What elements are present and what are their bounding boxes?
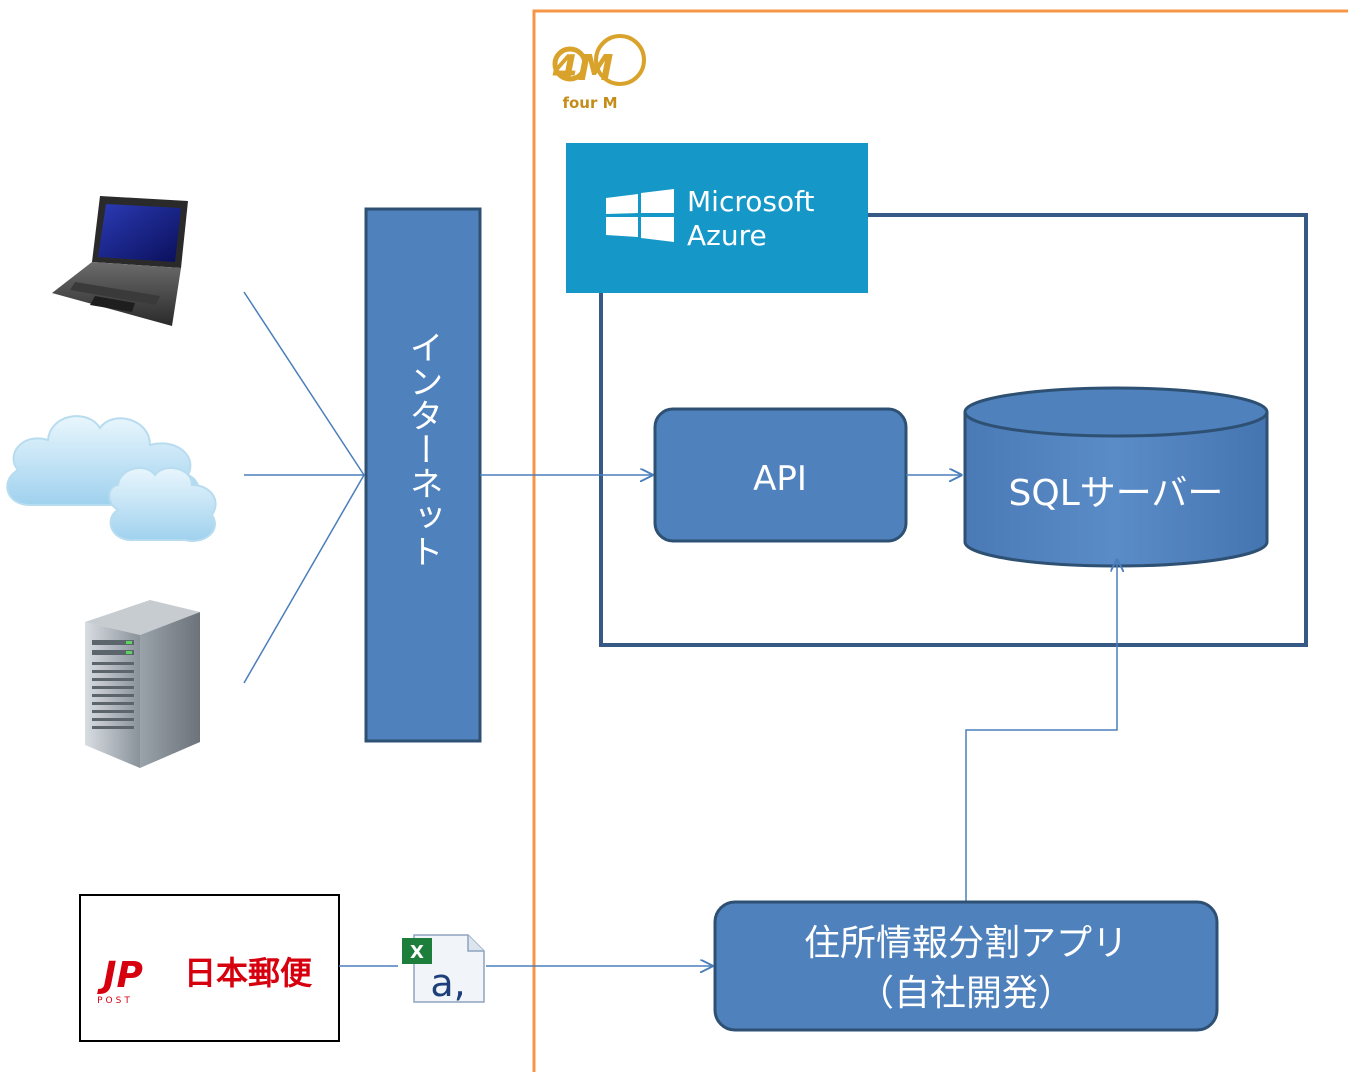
azure-boundary	[599, 213, 1308, 647]
server-connector	[243, 474, 365, 684]
japan-post-source: JP POST 日本郵便	[79, 894, 340, 1042]
internet-bar: インターネット	[364, 207, 482, 743]
company-boundary	[532, 9, 1348, 1072]
jp-logo-sub: POST	[97, 996, 133, 1006]
app-label-line1: 住所情報分割アプリ	[804, 923, 1128, 964]
japan-post-name: 日本郵便	[184, 954, 313, 992]
company-logo: 4M four M	[552, 34, 646, 112]
svg-text:X: X	[410, 942, 424, 963]
file-glyph: a,	[430, 961, 465, 1005]
excel-csv-file-icon: X a,	[402, 934, 485, 1005]
sql-server-database: SQLサーバー	[963, 386, 1269, 568]
laptop-connector	[243, 291, 365, 476]
address-split-app-box: 住所情報分割アプリ （自社開発）	[713, 900, 1219, 1032]
windows-icon	[606, 189, 674, 242]
cloud-icon	[6, 415, 217, 542]
azure-brand-line2: Azure	[687, 219, 767, 252]
laptop-icon	[52, 196, 188, 326]
jp-logo-mark: JP	[97, 955, 143, 996]
company-logo-mark: 4M	[552, 48, 614, 89]
company-logo-wordmark: four M	[562, 94, 617, 112]
database-label: SQLサーバー	[1009, 473, 1224, 514]
azure-brand-line1: Microsoft	[687, 185, 814, 218]
internet-label: インターネット	[403, 330, 443, 568]
app-label-line2: （自社開発）	[858, 973, 1074, 1014]
app-to-db-arrow	[965, 560, 1117, 902]
api-box: API	[653, 407, 908, 543]
server-icon	[85, 600, 200, 768]
client-connectors	[243, 291, 365, 684]
api-label: API	[753, 459, 807, 499]
azure-logo-tile: Microsoft Azure	[566, 143, 868, 293]
